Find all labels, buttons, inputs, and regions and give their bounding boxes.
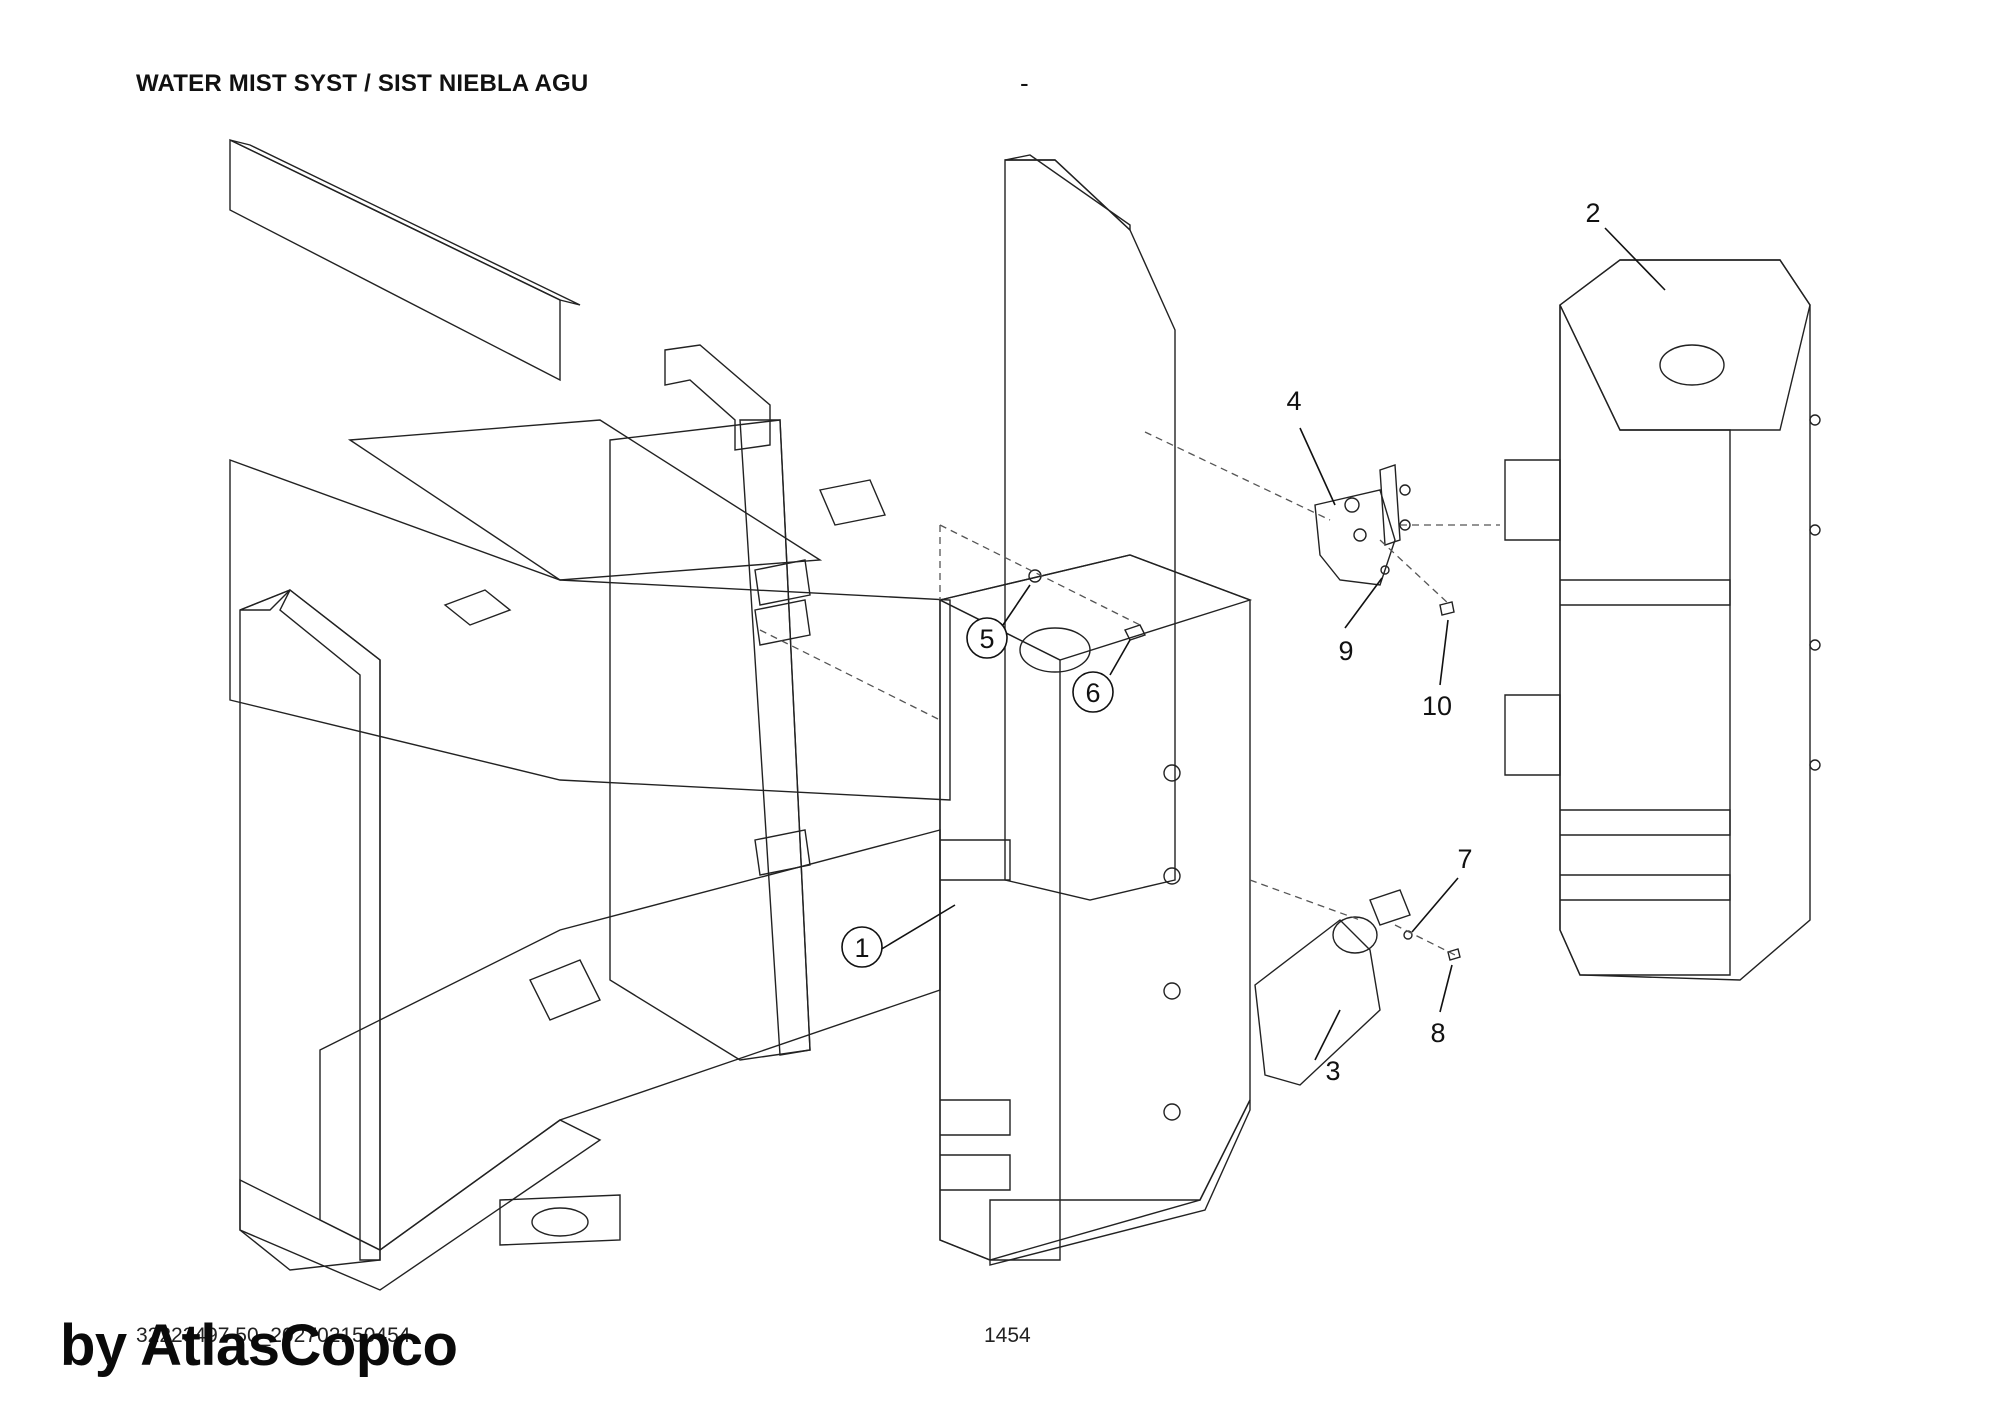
callout-3: 3 [1314, 1009, 1341, 1086]
callout-8: 8 [1430, 964, 1453, 1048]
svg-text:4: 4 [1286, 386, 1301, 416]
callout-2: 2 [1585, 198, 1666, 291]
callout-10: 10 [1422, 619, 1452, 721]
part-3-cylinder [1254, 889, 1411, 1086]
part-2-tank [1504, 259, 1821, 981]
callout-6: 6 [1072, 639, 1131, 713]
callout-9: 9 [1338, 577, 1383, 666]
svg-text:1: 1 [854, 933, 869, 963]
svg-text:9: 9 [1338, 636, 1353, 666]
callout-7: 7 [1411, 844, 1473, 933]
part-1-tank [937, 554, 1253, 1266]
document-code: 32223497 50_202702150454 [136, 1324, 411, 1347]
page-number: 1454 [984, 1324, 1031, 1347]
callout-1: 1 [841, 904, 956, 968]
svg-text:10: 10 [1422, 691, 1452, 721]
hardware-parts [1028, 565, 1461, 961]
header-dash: - [1020, 68, 1029, 98]
watermark-text: by AtlasCopco [60, 1313, 458, 1378]
svg-text:7: 7 [1457, 844, 1472, 874]
svg-text:3: 3 [1325, 1056, 1340, 1086]
svg-text:6: 6 [1085, 678, 1100, 708]
callout-4: 4 [1286, 386, 1336, 506]
part-4-bracket [1314, 464, 1411, 586]
assembly-lines [759, 431, 1500, 956]
svg-text:8: 8 [1430, 1018, 1445, 1048]
diagram-title: WATER MIST SYST / SIST NIEBLA AGU [136, 70, 589, 97]
callout-5: 5 [966, 584, 1031, 659]
svg-text:5: 5 [979, 624, 994, 654]
machine-frame [229, 138, 1176, 1291]
svg-text:2: 2 [1585, 198, 1600, 228]
